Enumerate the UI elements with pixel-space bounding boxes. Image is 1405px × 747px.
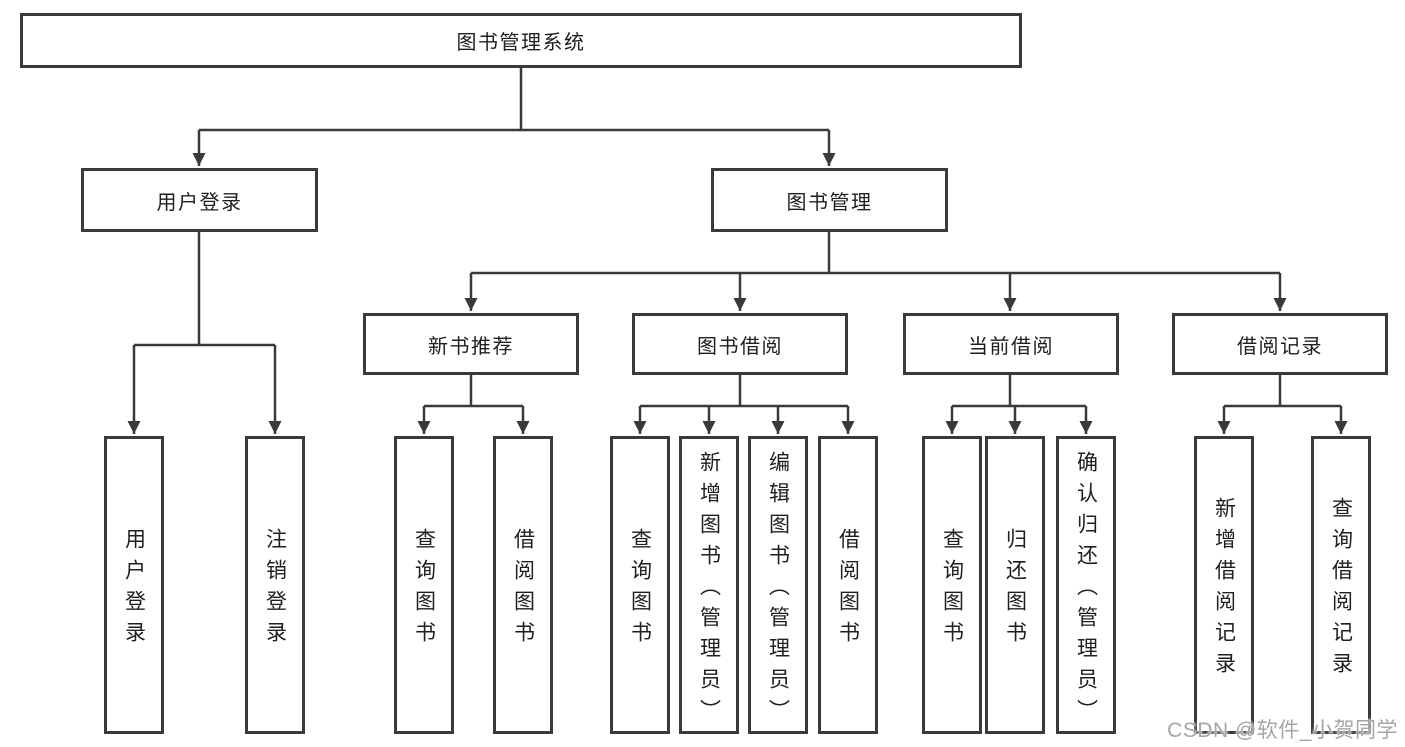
leaf-return-book-label: 归还图书 bbox=[1003, 528, 1027, 652]
leaf-borrow-book-newrec: 借阅图书 bbox=[493, 436, 553, 734]
node-new-book-recommend-label: 新书推荐 bbox=[428, 335, 514, 358]
leaf-borrow-book: 借阅图书 bbox=[818, 436, 878, 734]
leaf-add-borrow-record: 新增借阅记录 bbox=[1194, 436, 1254, 734]
node-root-label: 图书管理系统 bbox=[456, 32, 586, 54]
node-user-login: 用户登录 bbox=[81, 168, 318, 232]
leaf-add-book-admin-label: 新增图书︵管理员︶ bbox=[697, 450, 721, 730]
watermark-text: CSDN @软件_小贺同学 bbox=[1167, 719, 1398, 742]
leaf-confirm-return-admin-label: 确认归还︵管理员︶ bbox=[1074, 450, 1098, 730]
leaf-add-book-admin: 新增图书︵管理员︶ bbox=[679, 436, 739, 734]
leaf-logout: 注销登录 bbox=[245, 436, 305, 734]
node-book-management-label: 图书管理 bbox=[786, 191, 873, 214]
leaf-query-book-current-label: 查询图书 bbox=[940, 528, 964, 652]
leaf-query-book-borrow-label: 查询图书 bbox=[628, 528, 652, 652]
leaf-user-login: 用户登录 bbox=[104, 436, 164, 734]
node-book-borrowing: 图书借阅 bbox=[632, 313, 848, 375]
leaf-query-book-borrow: 查询图书 bbox=[610, 436, 670, 734]
node-book-management: 图书管理 bbox=[711, 168, 948, 232]
leaf-query-book-newrec: 查询图书 bbox=[394, 436, 454, 734]
leaf-edit-book-admin: 编辑图书︵管理员︶ bbox=[748, 436, 808, 734]
leaf-query-borrow-record-label: 查询借阅记录 bbox=[1329, 497, 1353, 683]
node-new-book-recommend: 新书推荐 bbox=[363, 313, 579, 375]
leaf-edit-book-admin-label: 编辑图书︵管理员︶ bbox=[766, 450, 790, 730]
node-root: 图书管理系统 bbox=[20, 13, 1022, 68]
leaf-query-book-newrec-label: 查询图书 bbox=[412, 528, 436, 652]
node-borrowing-records-label: 借阅记录 bbox=[1237, 335, 1323, 358]
leaf-return-book: 归还图书 bbox=[985, 436, 1045, 734]
node-borrowing-records: 借阅记录 bbox=[1172, 313, 1388, 375]
leaf-logout-label: 注销登录 bbox=[263, 528, 287, 652]
leaf-query-borrow-record: 查询借阅记录 bbox=[1311, 436, 1371, 734]
node-current-borrowing: 当前借阅 bbox=[903, 313, 1119, 375]
leaf-borrow-book-newrec-label: 借阅图书 bbox=[511, 528, 535, 652]
node-book-borrowing-label: 图书借阅 bbox=[697, 335, 783, 358]
leaf-borrow-book-label: 借阅图书 bbox=[836, 528, 860, 652]
node-current-borrowing-label: 当前借阅 bbox=[968, 335, 1054, 358]
node-user-login-label: 用户登录 bbox=[156, 191, 243, 214]
leaf-query-book-current: 查询图书 bbox=[922, 436, 982, 734]
leaf-confirm-return-admin: 确认归还︵管理员︶ bbox=[1056, 436, 1116, 734]
leaf-user-login-label: 用户登录 bbox=[122, 528, 146, 652]
leaf-add-borrow-record-label: 新增借阅记录 bbox=[1212, 497, 1236, 683]
